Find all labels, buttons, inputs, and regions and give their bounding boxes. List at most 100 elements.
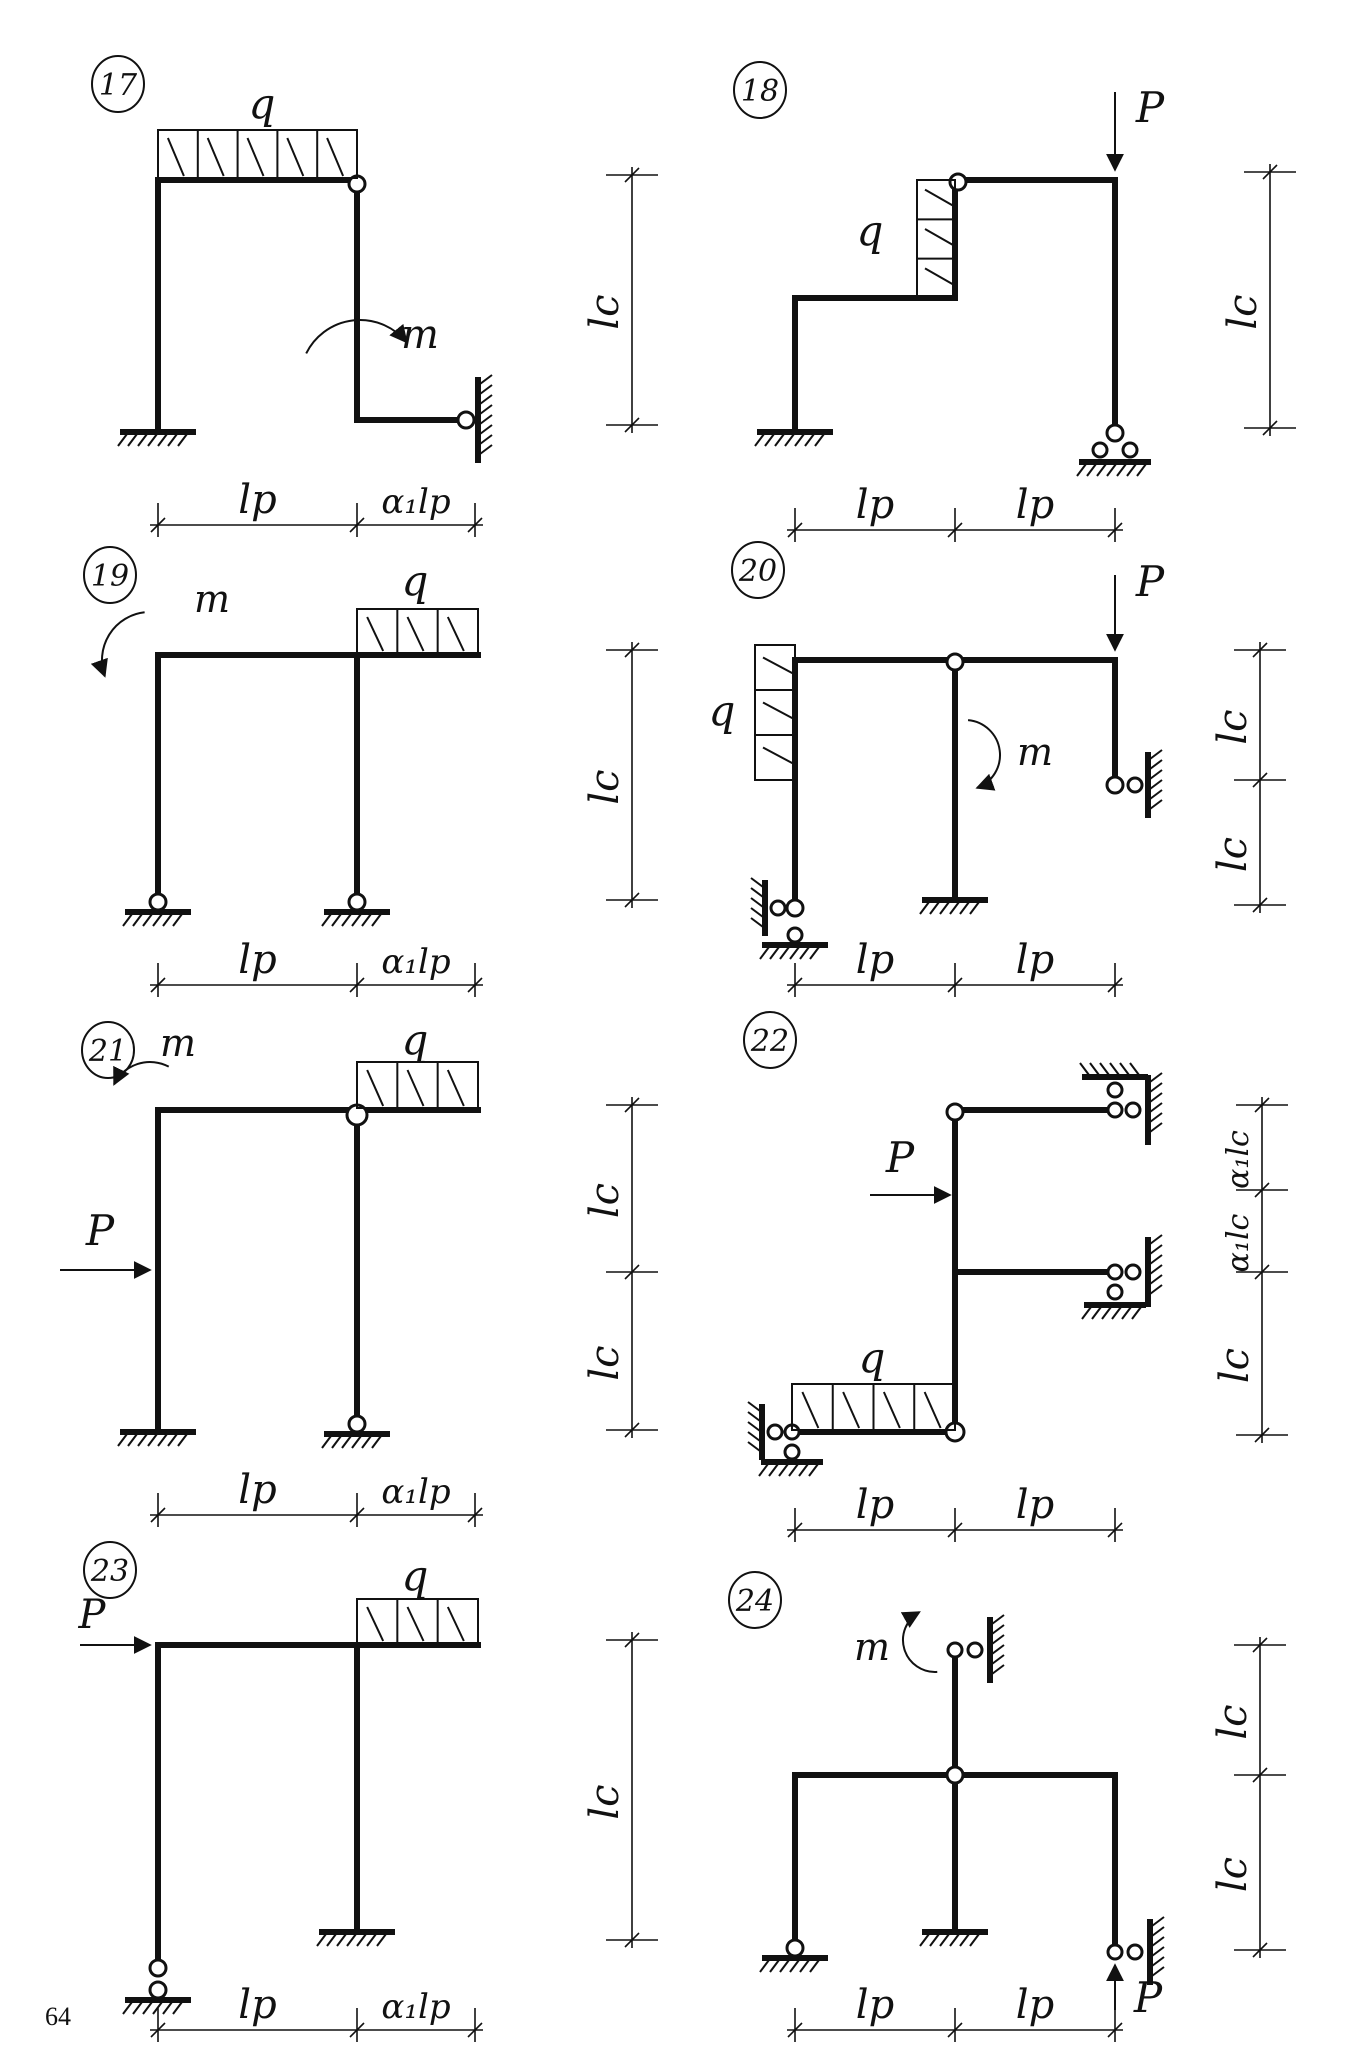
- support-hatch: [959, 901, 970, 915]
- support-hatch: [1149, 1122, 1163, 1133]
- support-hatch: [1149, 1264, 1163, 1275]
- support-hatch: [351, 1435, 362, 1449]
- dimension-label: α₁lp: [381, 482, 450, 522]
- hinge: [766, 1423, 784, 1441]
- support-hatch: [1126, 463, 1137, 477]
- support-hatch: [1149, 769, 1163, 780]
- support-hatch: [167, 433, 178, 447]
- load-arrow: [406, 1069, 425, 1107]
- support-hatch: [177, 433, 188, 447]
- support-hatch: [799, 946, 810, 960]
- support-hatch: [809, 1959, 820, 1973]
- wall-support: [1145, 749, 1163, 818]
- support-hatch: [808, 1463, 819, 1477]
- hinge: [1106, 1283, 1124, 1301]
- load-arrow: [446, 1069, 465, 1107]
- support-hatch: [750, 887, 764, 898]
- support-hatch: [117, 1433, 128, 1447]
- support-hatch: [127, 433, 138, 447]
- hinge: [1105, 775, 1125, 795]
- support-hatch: [162, 2001, 173, 2015]
- wall-support: [1147, 1916, 1165, 1985]
- dimension-tick: [150, 1507, 166, 1523]
- dimension-tick: [1252, 1767, 1268, 1783]
- dimension-tick: [150, 517, 166, 533]
- hinge: [785, 1938, 805, 1958]
- support-hatch: [1149, 1072, 1163, 1083]
- support-hatch: [1111, 1306, 1122, 1320]
- hinge: [1091, 441, 1109, 459]
- support-hatch: [479, 444, 493, 455]
- dimension-label: lp: [856, 482, 894, 528]
- scheme-number: 17: [99, 68, 138, 103]
- label-m: m: [160, 1021, 196, 1065]
- dimension-label: α₁lp: [381, 1987, 450, 2027]
- support-hatch: [1149, 1082, 1163, 1093]
- label-P: P: [1135, 83, 1165, 132]
- fixed-support: [316, 1929, 395, 1947]
- support-hatch: [331, 1435, 342, 1449]
- scheme-number-badge: 22: [743, 1011, 797, 1069]
- dimension-tick: [624, 892, 640, 908]
- hinge: [1106, 1263, 1124, 1281]
- support-hatch: [137, 433, 148, 447]
- support-hatch: [939, 901, 950, 915]
- fixed-support: [321, 1431, 390, 1449]
- support-hatch: [479, 424, 493, 435]
- support-hatch: [142, 2001, 153, 2015]
- load-arrow: [882, 1391, 901, 1429]
- label-P: P: [885, 1133, 915, 1182]
- support-hatch: [316, 1933, 327, 1947]
- fixed-support: [122, 1997, 191, 2015]
- scheme-number: 23: [90, 1554, 129, 1589]
- support-hatch: [1089, 1062, 1100, 1076]
- label-P: P: [1135, 557, 1165, 606]
- support-hatch: [1081, 1306, 1092, 1320]
- label-P: P: [1133, 1973, 1163, 2022]
- load-arrow: [246, 137, 265, 177]
- support-hatch: [747, 1421, 761, 1432]
- dimension-tick: [349, 1507, 365, 1523]
- scheme-number-badge: 24: [728, 1571, 782, 1629]
- load-arrow: [366, 1069, 385, 1107]
- dimension-label: lc: [582, 294, 628, 329]
- dimension-label: α₁lc: [1221, 1130, 1256, 1189]
- hinge: [948, 172, 968, 192]
- badge-circle: [81, 1021, 135, 1079]
- support-hatch: [321, 1435, 332, 1449]
- support-hatch: [152, 913, 163, 927]
- badge-circle: [733, 61, 787, 119]
- support-hatch: [147, 433, 158, 447]
- dimension-tick: [947, 977, 963, 993]
- dimension-tick: [1107, 522, 1123, 538]
- support-hatch: [1151, 1946, 1165, 1957]
- support-hatch: [754, 433, 765, 447]
- support-hatch: [479, 394, 493, 405]
- support-hatch: [122, 913, 133, 927]
- support-hatch: [177, 1433, 188, 1447]
- scheme-number-badge: 19: [83, 546, 137, 604]
- load-arrow: [762, 746, 794, 765]
- dimension-tick: [1107, 977, 1123, 993]
- dimension-tick: [349, 517, 365, 533]
- support-hatch: [1149, 779, 1163, 790]
- fixed-support: [919, 897, 988, 915]
- support-hatch: [479, 374, 493, 385]
- dimension-tick: [947, 1522, 963, 1538]
- support-hatch: [1136, 463, 1147, 477]
- dimension-label: lp: [1016, 937, 1054, 983]
- label-q: q: [709, 686, 736, 735]
- pin-support: [321, 892, 390, 927]
- support-hatch: [1149, 759, 1163, 770]
